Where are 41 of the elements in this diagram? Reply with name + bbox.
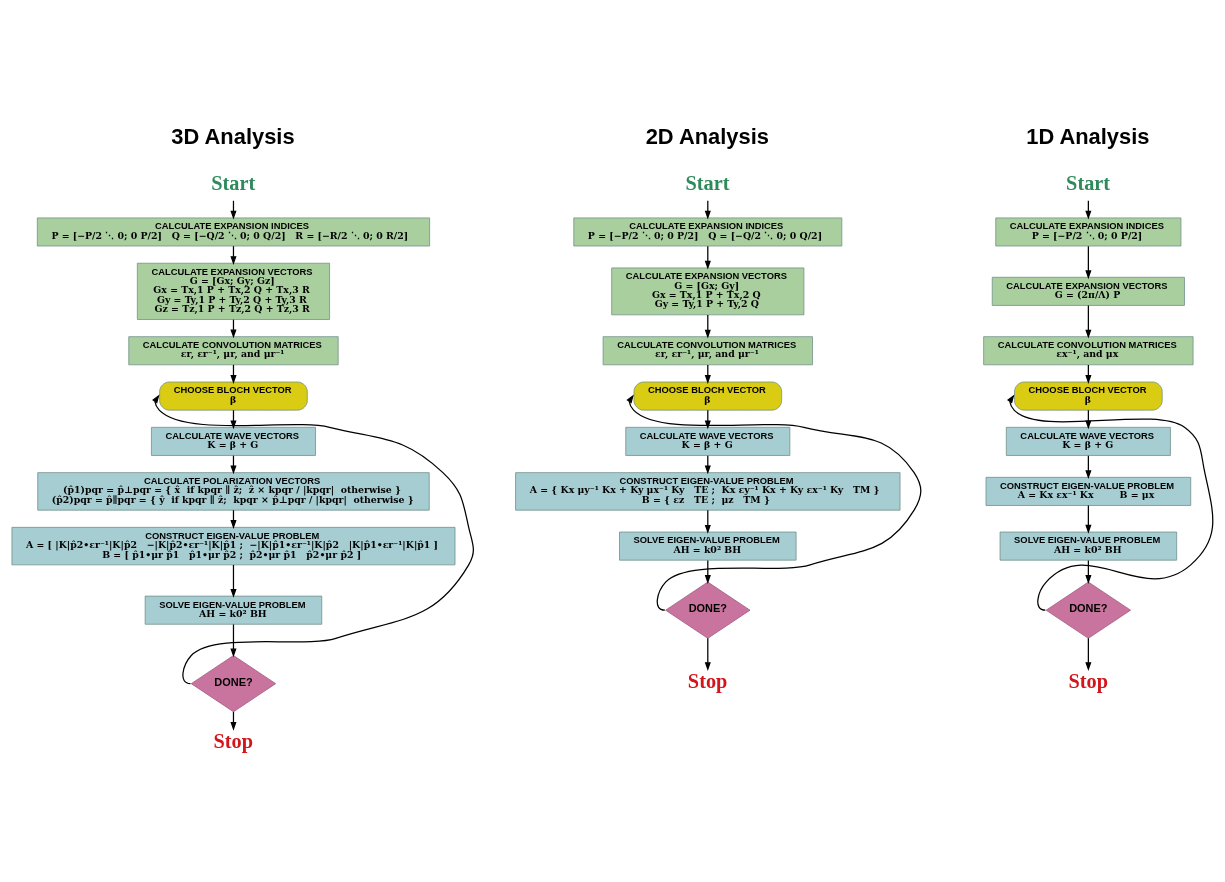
node-box: CALCULATE CONVOLUTION MATRICES εr, εr⁻¹, μr, and μr⁻¹ — [602, 336, 813, 366]
node-box: SOLVE EIGEN-VALUE PROBLEM AH = k0² BH — [999, 531, 1178, 561]
node-diamond: DONE? — [665, 581, 751, 639]
node-box: CALCULATE EXPANSION INDICES P = [−P/2 ⋱ 0; 0 P/2] — [995, 217, 1182, 247]
node-box: SOLVE EIGEN-VALUE PROBLEM AH = k0² BH — [144, 595, 323, 625]
node-box: CONSTRUCT EIGEN-VALUE PROBLEM A = { Kx μy⁻¹ Kx + Ky μx⁻¹ Ky TE ; Kx εy⁻¹ Kx + Ky εx⁻¹ Ky TM } B = { εz TE ; μz TM } — [515, 472, 901, 511]
node-text: Start — [1066, 172, 1111, 195]
node-box: CALCULATE POLARIZATION VECTORS (p̂1)pqr = p̂⊥pqr = { x̂ if kpqr ∥ ẑ; ẑ × kpqr / |kpqr| otherwise } (p̂2)pqr = p̂∥pqr = { ŷ if kpqr ∥ ẑ; kpqr × p̂⊥pqr / |kpqr| otherwise } — [37, 472, 430, 511]
node-diamond: DONE? — [190, 655, 277, 713]
arrow — [1085, 637, 1092, 671]
node-box: SOLVE EIGEN-VALUE PROBLEM AH = k0² BH — [619, 531, 797, 561]
arrow — [1085, 504, 1092, 534]
node-box: CALCULATE EXPANSION VECTORS G = [Gx; Gy] Gx = Tx,1 P + Tx,2 Q Gy = Ty,1 P + Ty,2 Q — [611, 267, 805, 316]
node-box: CALCULATE EXPANSION VECTORS G = (2π/Λ) P — [991, 276, 1185, 306]
node-text: Stop — [1068, 669, 1108, 692]
node-box: CALCULATE WAVE VECTORS K = β + G — [625, 426, 791, 456]
node-box: CALCULATE WAVE VECTORS K = β + G — [1005, 426, 1171, 456]
node-text: Stop — [213, 729, 254, 752]
node-box: CHOOSE BLOCH VECTOR β — [633, 381, 783, 411]
node-box: CHOOSE BLOCH VECTOR β — [159, 381, 308, 411]
label: 3D Analysis — [171, 123, 295, 149]
node-box: CALCULATE EXPANSION INDICES P = [−P/2 ⋱ 0; 0 P/2] Q = [−Q/2 ⋱ 0; 0 Q/2] — [573, 217, 843, 247]
node-box: CONSTRUCT EIGEN-VALUE PROBLEM A = [ |K|p̂2•εr⁻¹|K|p̂2 −|K|p̂2•εr⁻¹|K|p̂1 ; −|K|p̂1•εr⁻¹|K|p̂2 |K|p̂1•εr⁻¹|K|p̂1 ] B = [ p̂1•μr p̂1 p̂1•μr p̂2 ; p̂2•μr p̂1 p̂2•μr p̂2 ] — [11, 526, 456, 566]
node-box: CALCULATE CONVOLUTION MATRICES εr, εr⁻¹, μr, and μr⁻¹ — [128, 336, 339, 366]
node-box: CALCULATE CONVOLUTION MATRICES εx⁻¹, and μx — [983, 336, 1194, 366]
arrow — [1085, 245, 1092, 280]
arrow — [230, 564, 237, 598]
label: 1D Analysis — [1026, 123, 1150, 149]
node-box: CALCULATE WAVE VECTORS K = β + G — [151, 426, 316, 456]
node-diamond: DONE? — [1045, 581, 1131, 639]
node-text: Start — [685, 172, 730, 195]
arrow — [1085, 304, 1092, 339]
node-box: CALCULATE EXPANSION INDICES P = [−P/2 ⋱ 0; 0 P/2] Q = [−Q/2 ⋱ 0; 0 Q/2] R = [−R/2 ⋱ 0; 0 R/2] — [36, 217, 430, 247]
node-box: CONSTRUCT EIGEN-VALUE PROBLEM A = Kx εx⁻¹ Kx B = μx — [985, 476, 1192, 506]
node-text: Start — [211, 172, 256, 195]
arrow — [230, 623, 237, 658]
label: 2D Analysis — [645, 123, 769, 149]
node-box: CALCULATE EXPANSION VECTORS G = [Gx; Gy; Gz] Gx = Tx,1 P + Tx,2 Q + Tx,3 R Gy = Ty,1 P + Ty,2 Q + Ty,3 R Gz = Tz,1 P + Tz,2 Q + Tz,3 R — [136, 262, 330, 320]
node-text: Stop — [687, 669, 728, 692]
node-box: CHOOSE BLOCH VECTOR β — [1014, 381, 1163, 411]
arrow — [704, 637, 711, 671]
